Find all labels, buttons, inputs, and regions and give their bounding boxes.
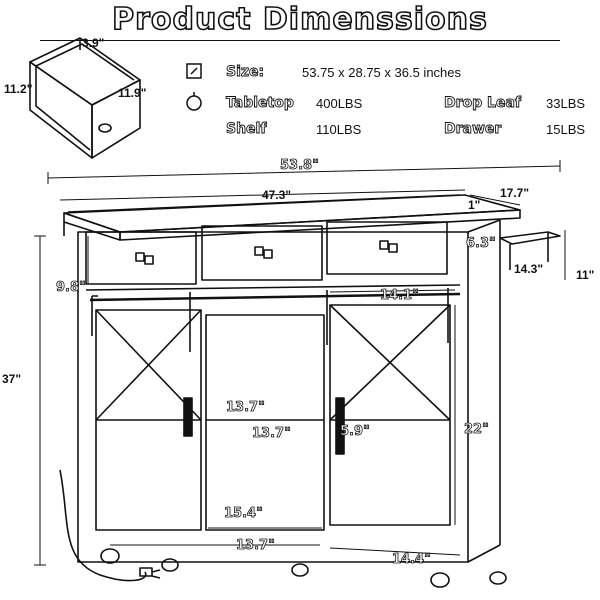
dropleaf-value: 33LBS xyxy=(546,96,586,111)
dimension-lines xyxy=(34,160,566,566)
side-depth-dim: 17.7" xyxy=(500,186,530,200)
handle-length-dim: 5.9" xyxy=(340,424,371,440)
overall-width-dim: 53.8" xyxy=(280,158,320,174)
leaf-width-dim: 6.3" xyxy=(466,236,497,252)
door-height-dim: 22" xyxy=(464,422,490,438)
size-label: Size: xyxy=(226,64,265,81)
drawer-label: Drawer xyxy=(444,121,502,138)
leaf-offset-dim: 14.3" xyxy=(514,262,544,276)
drawer-value: 15LBS xyxy=(546,122,586,137)
shelf-label: Shelf xyxy=(226,121,267,138)
title-divider xyxy=(40,40,560,41)
kitchen-island-illustration xyxy=(59,194,561,588)
top-width-dim: 47.3" xyxy=(262,188,292,202)
weight-icon xyxy=(186,92,202,111)
bottom-left-dim: 13.7" xyxy=(236,538,276,554)
drawer-width-dim: 14.1" xyxy=(380,288,420,304)
bottom-inner-dim: 15.4" xyxy=(224,506,264,522)
leaf-thickness-dim: 1" xyxy=(468,198,481,212)
size-icon xyxy=(186,63,202,79)
drawer-height-dim: 9.8" xyxy=(56,280,87,296)
drawer-right-dim: 11.9" xyxy=(118,86,147,100)
shelf-width-b-dim: 13.7" xyxy=(252,426,292,442)
shelf-width-a-dim: 13.7" xyxy=(226,400,266,416)
drawer-left-dim: 11.2" xyxy=(4,82,33,96)
drawer-illustration xyxy=(29,37,141,159)
overall-height-dim: 37" xyxy=(2,372,22,386)
shelf-value: 110LBS xyxy=(316,122,362,137)
bottom-right-dim: 14.4" xyxy=(392,552,432,568)
leaf-height-dim: 11" xyxy=(576,268,595,282)
size-value: 53.75 x 28.75 x 36.5 inches xyxy=(302,65,462,80)
tabletop-value: 400LBS xyxy=(316,96,363,111)
drawer-depth-dim: 3.9" xyxy=(82,36,105,50)
tabletop-label: Tabletop xyxy=(226,95,295,112)
dropleaf-label: Drop Leaf xyxy=(444,95,522,112)
page-title: Product Dimenssions xyxy=(111,1,488,38)
